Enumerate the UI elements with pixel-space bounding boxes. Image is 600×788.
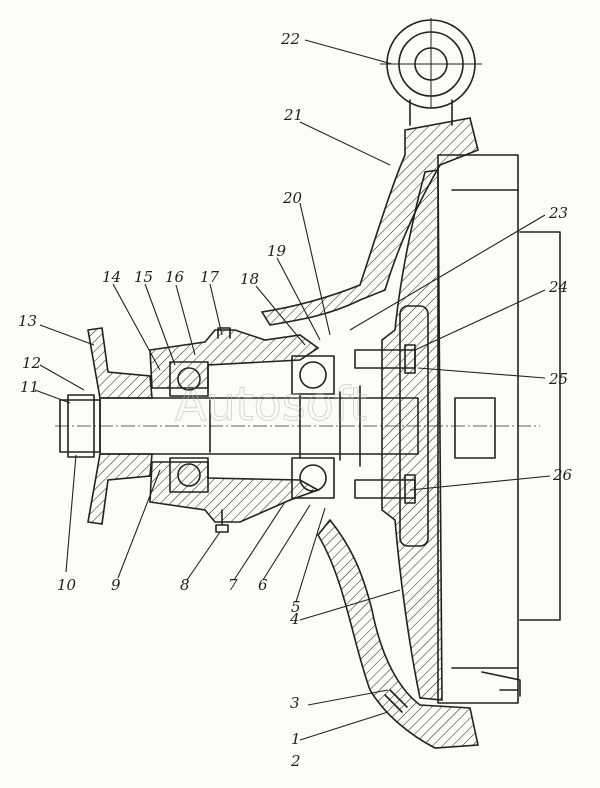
callout-2: 2 (290, 752, 301, 770)
callout-1: 1 (291, 730, 301, 748)
bearing-left-bottom (169, 457, 209, 493)
callout-24: 24 (548, 278, 568, 296)
callout-4: 4 (289, 610, 300, 628)
callout-21: 21 (283, 106, 303, 124)
callout-19: 19 (267, 242, 287, 260)
callout-10: 10 (57, 576, 77, 594)
callout-11: 11 (20, 378, 39, 396)
housing-shell-lower (317, 518, 479, 749)
callout-14: 14 (102, 268, 121, 286)
leader-lines (34, 39, 551, 741)
callout-15: 15 (134, 268, 153, 286)
callout-labels: 1 2 3 4 5 6 7 8 9 10 11 12 13 14 15 16 1… (18, 30, 573, 770)
callout-25: 25 (548, 370, 568, 388)
callout-7: 7 (228, 576, 238, 594)
pressure-plate (381, 169, 443, 701)
bearing-left-top (169, 361, 209, 397)
pulley-hub-lower (87, 453, 153, 525)
callout-12: 12 (22, 354, 41, 372)
callout-13: 13 (18, 312, 37, 330)
callout-16: 16 (165, 268, 185, 286)
bearing-right-bottom (291, 457, 335, 499)
callout-23: 23 (548, 204, 568, 222)
clutch-disc (399, 305, 429, 547)
flywheel-body (437, 154, 519, 704)
callout-20: 20 (282, 189, 303, 207)
callout-5-visible: 5 (291, 598, 301, 616)
lifting-eye (380, 18, 482, 126)
watermark: Autosoft (175, 377, 367, 431)
callout-22: 22 (280, 30, 300, 48)
bearing-right-top (291, 355, 335, 395)
pulley-hub (87, 327, 153, 399)
callout-9: 9 (111, 576, 121, 594)
callout-3: 3 (290, 694, 300, 712)
callout-8: 8 (180, 576, 190, 594)
callout-18: 18 (240, 270, 259, 288)
input-shaft (59, 385, 419, 467)
callout-6: 6 (258, 576, 268, 594)
callout-26: 26 (552, 466, 573, 484)
housing-shell (260, 117, 479, 326)
callout-17: 17 (200, 268, 220, 286)
